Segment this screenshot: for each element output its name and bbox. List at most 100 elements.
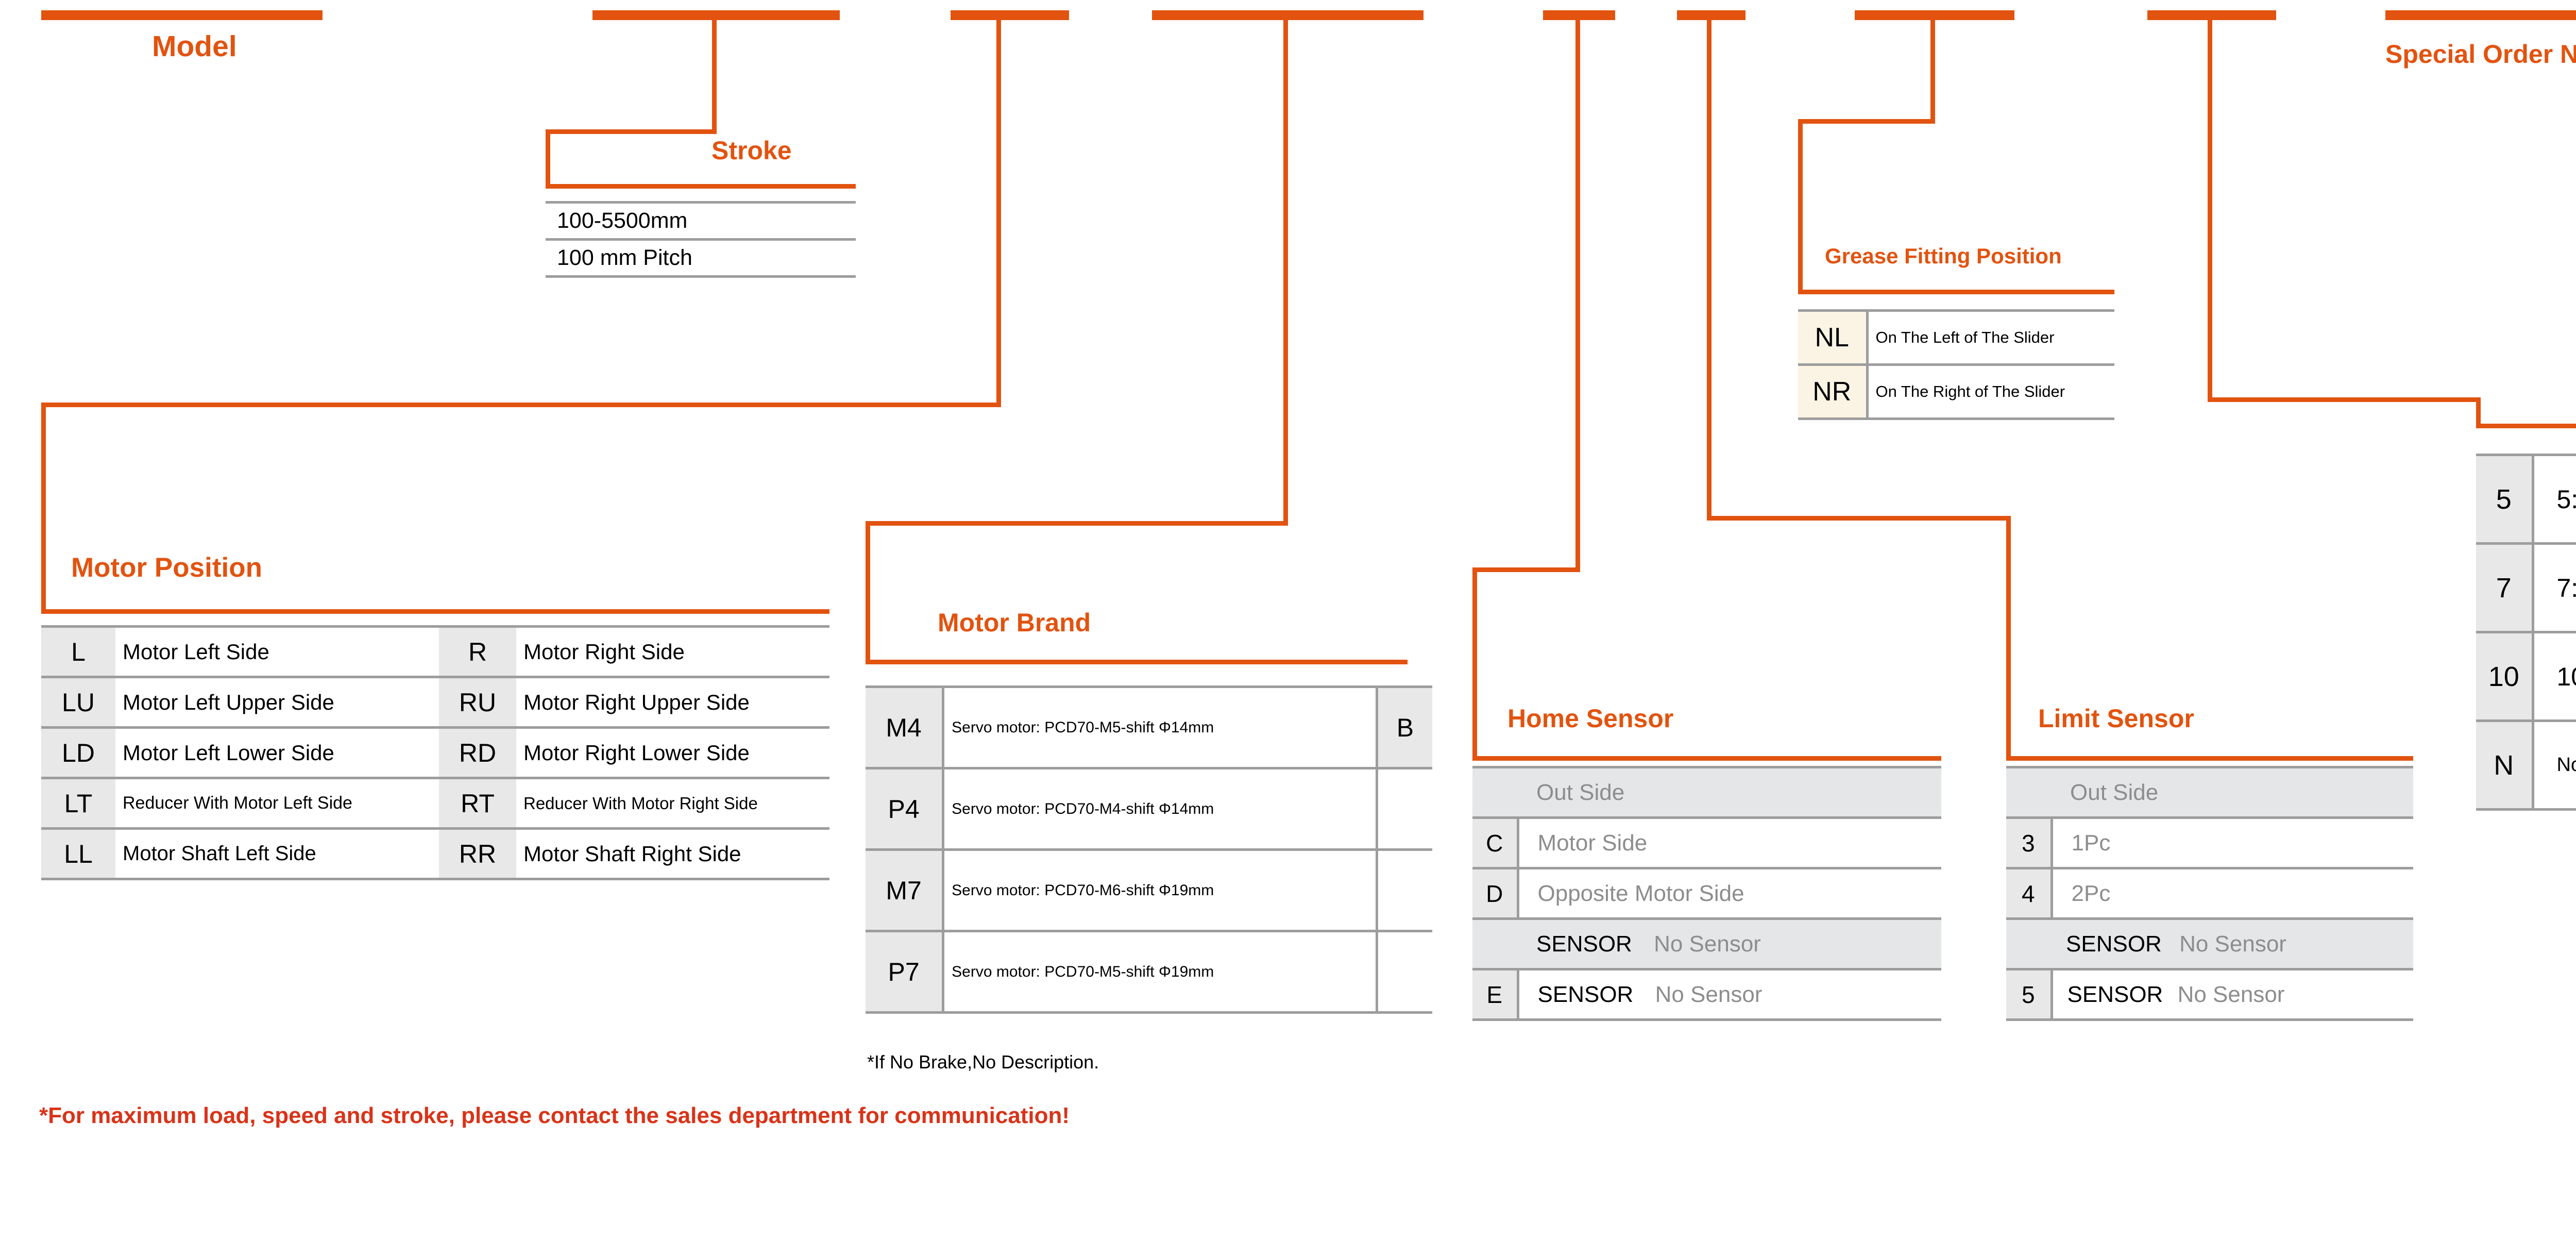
home-sensor-bracket-vertical: [1472, 567, 1477, 761]
home-sensor-label2-text-4: No Sensor: [1655, 981, 1762, 1007]
table-row: N None Gearbox Type: [2476, 719, 2576, 811]
home-sensor-label-2: Opposite Motor Side: [1516, 867, 1941, 920]
table-row: Out Side: [1472, 766, 1941, 819]
section-title-home-sensor: Home Sensor: [1507, 704, 1674, 733]
grease-fitting-code-1: NR: [1798, 363, 1867, 420]
table-gearbox-ratio: 5 5:1 7 7:1 10 10:1 N None Gearbox Type: [2476, 454, 2576, 811]
stroke-value-1: 100-5500mm: [546, 201, 856, 241]
motor-position-desc-r-4: Motor Shaft Right Side: [516, 827, 829, 880]
limit-sensor-label-text-1: 1Pc: [2071, 830, 2111, 856]
limit-sensor-label-2: 2Pc: [2050, 867, 2413, 920]
motor-position-code-r-0: R: [439, 625, 516, 678]
home-sensor-rows: Out Side C Motor Side D Opposite Motor S…: [1472, 766, 1941, 1021]
home-sensor-label-text-2: Opposite Motor Side: [1537, 880, 1744, 906]
connector-motor-position-h1: [41, 403, 1001, 407]
motor-position-desc-r-1: Motor Right Upper Side: [516, 676, 829, 729]
limit-sensor-code-0: [2006, 766, 2052, 819]
motor-position-desc-r-3: Reducer With Motor Right Side: [516, 777, 829, 830]
home-sensor-label-1: Motor Side: [1516, 816, 1941, 869]
motor-position-code-l-2: LD: [41, 726, 115, 779]
limit-sensor-bracket-underline: [2006, 756, 2413, 761]
home-sensor-code-4: E: [1472, 968, 1518, 1021]
stroke-bracket-underline: [546, 184, 856, 189]
motor-position-desc-l-4: Motor Shaft Left Side: [115, 827, 439, 880]
table-row: NR On The Right of The Slider: [1798, 363, 2114, 420]
section-title-grease-fitting: Grease Fitting Position: [1825, 244, 2062, 268]
section-title-gearbox-ratio: Gearbox Ratio: [2575, 395, 2576, 420]
grease-fitting-code-0: NL: [1798, 309, 1867, 366]
table-row: NL On The Left of The Slider: [1798, 309, 2114, 366]
limit-sensor-label-4: SENSOR No Sensor: [2050, 968, 2413, 1021]
limit-sensor-bracket-vertical: [2006, 567, 2011, 761]
table-row: L Motor Left Side R Motor Right Side: [41, 625, 829, 678]
table-row: C Motor Side: [1472, 816, 1941, 869]
table-row: 4 2Pc: [2006, 867, 2413, 920]
connector-gearbox-ratio-v1: [2208, 10, 2212, 402]
section-stroke: Stroke: [546, 129, 856, 189]
connector-stroke-h1: [546, 129, 717, 134]
home-sensor-label2-text-3: No Sensor: [1654, 931, 1761, 957]
table-row: M4 Servo motor: PCD70-M5-shift Φ14mm B: [866, 685, 1432, 769]
motor-position-code-r-3: RT: [439, 777, 516, 830]
section-title-model: Model: [152, 30, 237, 63]
motor-position-code-r-2: RD: [439, 726, 516, 779]
motor-brand-bracket-vertical: [866, 521, 870, 664]
motor-brand-brake-2: [1375, 848, 1432, 932]
connector-home-sensor-v1: [1575, 10, 1580, 572]
grease-fitting-rows: NL On The Left of The Slider NR On The R…: [1798, 309, 2114, 420]
table-row: SENSOR No Sensor: [1472, 917, 1941, 970]
table-row: 5 SENSOR No Sensor: [2006, 968, 2413, 1021]
connector-grease-fitting-v1: [1930, 10, 1935, 124]
section-gearbox-ratio: Gearbox Ratio: [2476, 395, 2576, 428]
motor-brand-brake-1: [1375, 767, 1432, 851]
code-stub-model: [41, 10, 323, 20]
connector-gearbox-ratio-h1: [2208, 397, 2481, 402]
limit-sensor-rows: Out Side 3 1Pc 4 2Pc SENSOR No Sensor: [2006, 766, 2413, 1021]
gearbox-ratio-code-2: 10: [2476, 631, 2533, 722]
motor-brand-desc-1: Servo motor: PCD70-M4-shift Φ14mm: [942, 767, 1377, 851]
motor-position-code-r-4: RR: [439, 827, 516, 880]
table-stroke: 100-5500mm 100 mm Pitch: [546, 201, 856, 278]
home-sensor-label-text-0: Out Side: [1536, 779, 1625, 805]
connector-motor-brand-v1: [1283, 10, 1288, 526]
motor-brand-code-2: M7: [866, 848, 943, 932]
grease-fitting-desc-0: On The Left of The Slider: [1866, 309, 2114, 366]
motor-position-bracket-vertical: [41, 403, 46, 614]
motor-position-desc-l-2: Motor Left Lower Side: [115, 726, 439, 779]
table-row: LD Motor Left Lower Side RD Motor Right …: [41, 726, 829, 779]
home-sensor-label-text-4: SENSOR: [1537, 981, 1634, 1007]
connector-grease-fitting-h1: [1798, 119, 1935, 124]
section-title-motor-position: Motor Position: [71, 552, 262, 583]
stroke-value-2: 100 mm Pitch: [546, 238, 856, 278]
limit-sensor-label-text-0: Out Side: [2070, 779, 2159, 805]
limit-sensor-label2-text-4: No Sensor: [2177, 981, 2285, 1007]
table-row: D Opposite Motor Side: [1472, 867, 1941, 920]
table-grease-fitting: NL On The Left of The Slider NR On The R…: [1798, 309, 2114, 420]
section-limit-sensor: Limit Sensor: [2006, 567, 2413, 761]
motor-position-code-l-4: LL: [41, 827, 115, 880]
section-title-special-order: Special Order No.: [2385, 40, 2576, 69]
gearbox-ratio-desc-0: 5:1: [2531, 454, 2576, 545]
limit-sensor-label-text-4: SENSOR: [2067, 981, 2163, 1007]
stroke-rows: 100-5500mm 100 mm Pitch: [546, 201, 856, 278]
section-model: Model: [41, 10, 323, 61]
limit-sensor-code-3: [2006, 917, 2052, 970]
table-home-sensor: Out Side C Motor Side D Opposite Motor S…: [1472, 766, 1941, 1021]
motor-position-rows: L Motor Left Side R Motor Right Side LU …: [41, 625, 829, 880]
table-row: 10 10:1: [2476, 631, 2576, 722]
table-row: 3 1Pc: [2006, 816, 2413, 869]
table-row: M7 Servo motor: PCD70-M6-shift Φ19mm: [866, 848, 1432, 932]
table-row: 100 mm Pitch: [546, 238, 856, 278]
connector-limit-sensor-h1: [1707, 516, 2011, 521]
code-stub-special-order: [2385, 10, 2576, 20]
home-sensor-label-text-3: SENSOR: [1536, 931, 1632, 957]
motor-brand-desc-0: Servo motor: PCD70-M5-shift Φ14mm: [942, 685, 1377, 769]
grease-fitting-bracket-underline: [1798, 290, 2114, 294]
table-row: E SENSOR No Sensor: [1472, 968, 1941, 1021]
motor-brand-brake-0: B: [1375, 685, 1432, 769]
gearbox-ratio-rows: 5 5:1 7 7:1 10 10:1 N None Gearbox Type: [2476, 454, 2576, 811]
limit-sensor-label-3: SENSOR No Sensor: [2052, 917, 2413, 970]
home-sensor-label-text-1: Motor Side: [1537, 830, 1648, 856]
grease-fitting-desc-1: On The Right of The Slider: [1866, 363, 2114, 420]
